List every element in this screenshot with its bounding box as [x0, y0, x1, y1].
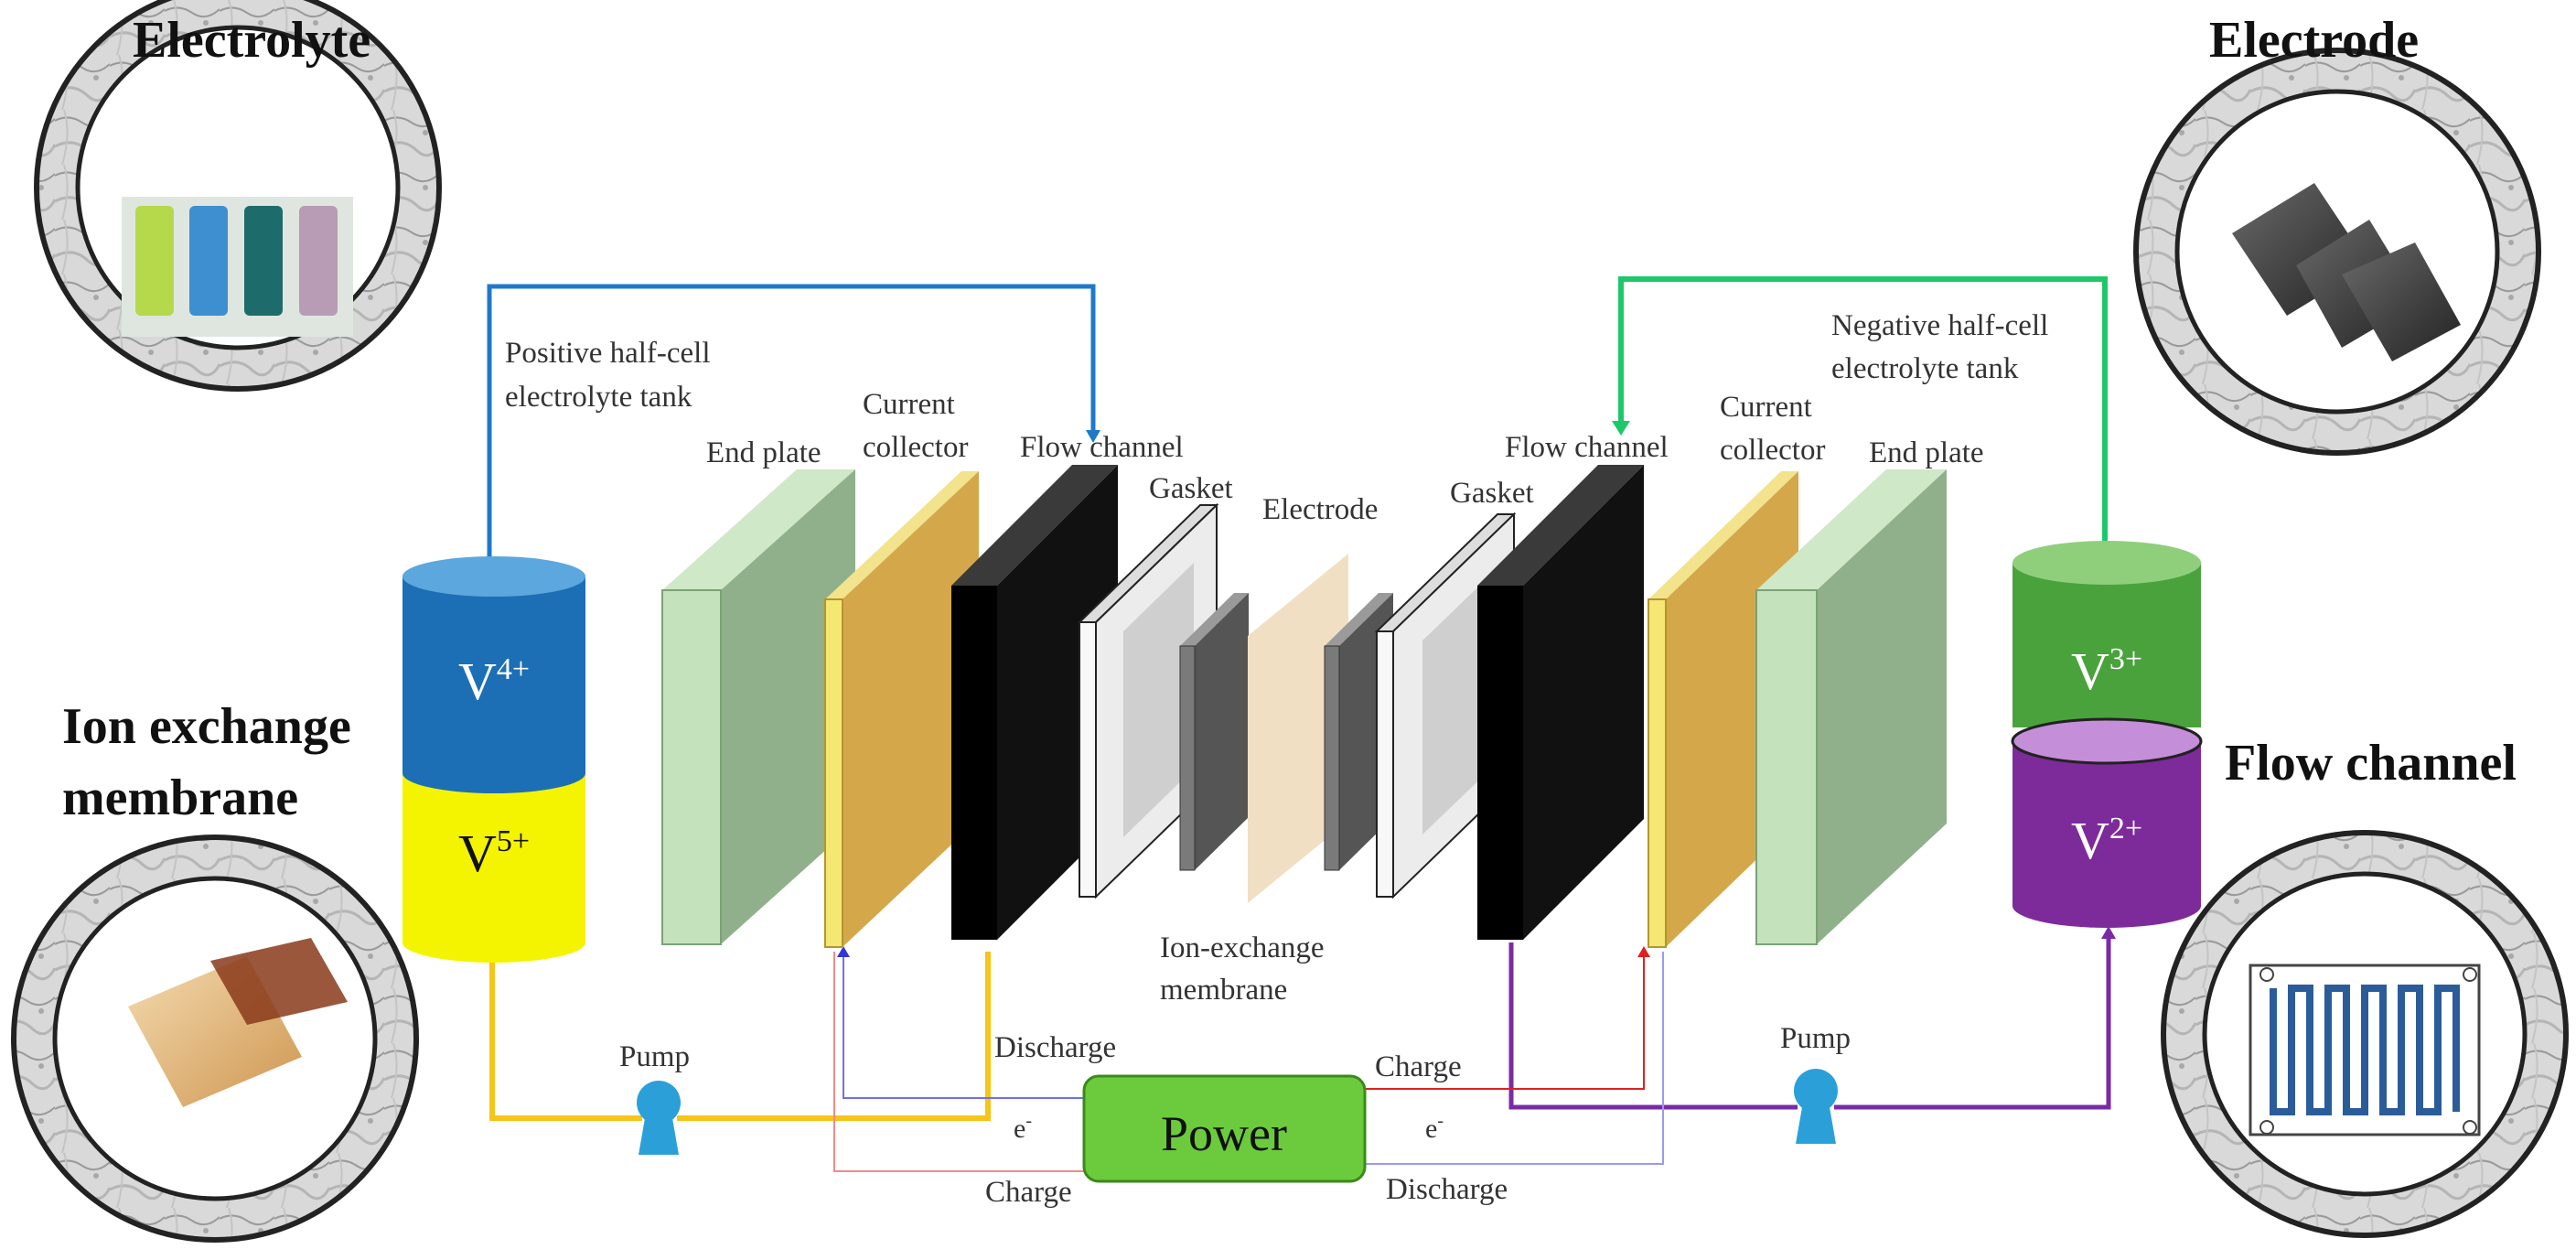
flow-channel-right-label: Flow channel	[1505, 431, 1669, 464]
power-label: Power	[1161, 1106, 1287, 1161]
negative-tank	[2011, 541, 2203, 928]
pump-left-icon	[637, 1081, 681, 1155]
membrane-label-2: membrane	[1160, 974, 1288, 1007]
gasket-right-label: Gasket	[1450, 477, 1534, 510]
discharge-left-label: Discharge	[994, 1031, 1117, 1064]
electrolyte-inset	[34, 0, 442, 392]
heading-electrolyte: Electrolyte	[133, 12, 371, 69]
v3-ion-label: V3+	[2071, 641, 2142, 701]
positive-loop-lines	[485, 284, 1100, 1121]
circuit-wires	[833, 946, 1664, 1172]
ion-exchange-membrane	[1248, 554, 1348, 903]
v4-ion-label: V4+	[458, 652, 530, 711]
current-collector-left-label-2: collector	[863, 431, 969, 464]
v5-ion-label: V5+	[458, 824, 530, 883]
heading-ion-exchange-line2: membrane	[62, 770, 299, 826]
electrode-label: Electrode	[1262, 493, 1379, 526]
positive-tank	[402, 556, 585, 963]
discharge-right-label: Discharge	[1386, 1173, 1508, 1206]
heading-ion-exchange-line1: Ion exchange	[62, 698, 351, 755]
electrode-inset	[2133, 48, 2541, 456]
pump-right-icon	[1794, 1069, 1838, 1144]
electron-left-label: e-	[1014, 1111, 1032, 1144]
heading-flow-channel: Flow channel	[2225, 735, 2517, 792]
current-collector-left-label-1: Current	[863, 388, 955, 421]
current-collector-right-label-2: collector	[1720, 434, 1826, 467]
v2-ion-label: V2+	[2071, 811, 2142, 870]
pump-left-label: Pump	[619, 1040, 691, 1073]
heading-electrode: Electrode	[2209, 12, 2420, 69]
flow-channel-plate-right	[1477, 465, 1644, 940]
positive-tank-label-line1: Positive half-cell	[505, 337, 711, 370]
power-source	[1082, 1074, 1367, 1183]
electron-right-label: e-	[1425, 1111, 1444, 1144]
end-plate-left	[661, 469, 855, 945]
pump-right-label: Pump	[1780, 1022, 1852, 1055]
flow-channel-inset	[2161, 830, 2569, 1238]
end-plate-right-label: End plate	[1869, 436, 1984, 469]
flow-channel-left-label: Flow channel	[1020, 431, 1184, 464]
ion-exchange-membrane-inset	[11, 835, 419, 1243]
charge-right-label: Charge	[1375, 1050, 1462, 1083]
end-plate-left-label: End plate	[706, 436, 821, 469]
charge-left-label: Charge	[985, 1176, 1072, 1209]
current-collector-left	[824, 471, 979, 948]
electrode-left	[1179, 593, 1249, 871]
gasket-left-label: Gasket	[1149, 472, 1233, 505]
positive-tank-label-line2: electrolyte tank	[505, 381, 692, 414]
negative-tank-label-line2: electrolyte tank	[1831, 352, 2019, 385]
membrane-label-1: Ion-exchange	[1160, 932, 1325, 964]
current-collector-right-label-1: Current	[1720, 391, 1812, 424]
negative-tank-label-line1: Negative half-cell	[1831, 309, 2049, 342]
end-plate-right	[1755, 469, 1947, 945]
negative-loop-lines	[1508, 276, 2116, 1110]
